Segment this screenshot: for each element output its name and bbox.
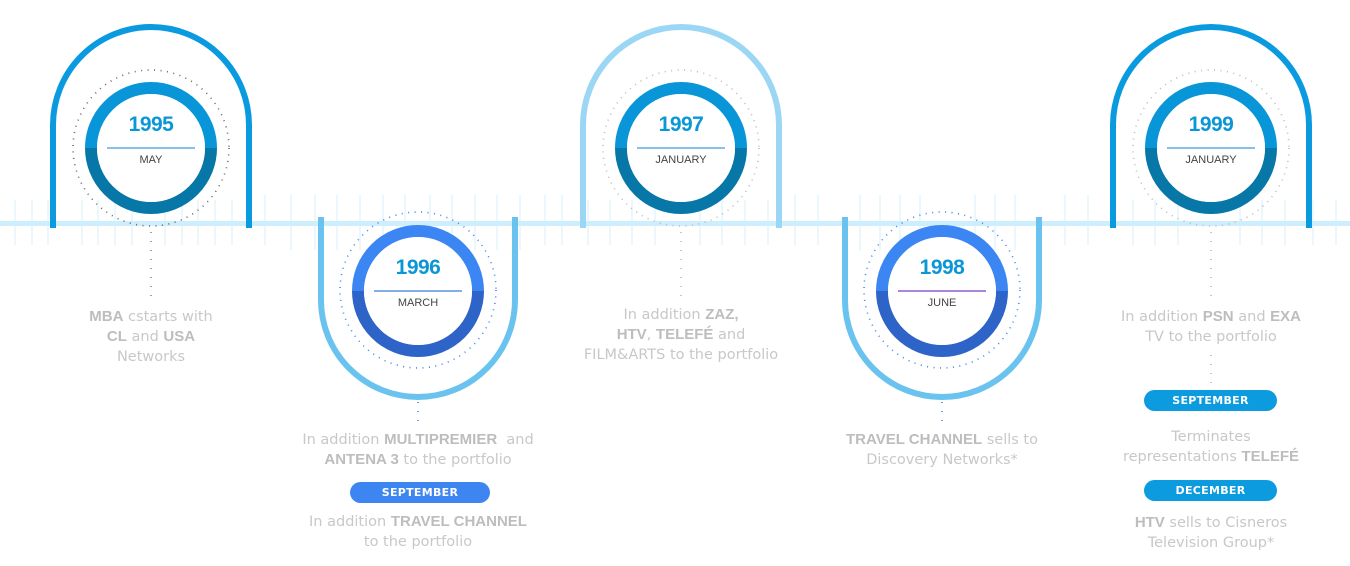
year-1996: 1996	[395, 256, 441, 279]
event-1997-label: 1997 JANUARY	[621, 113, 741, 166]
ring-1995	[85, 82, 217, 214]
event-1996-description: In addition MULTIPREMIER and ANTENA 3 to…	[302, 431, 534, 468]
sub-event-badge-december-1999: DECEMBER	[1144, 480, 1277, 501]
sub-event-1999-december-description: HTV sells to Cisneros Television Group*	[1134, 514, 1288, 551]
event-1997-description: In addition ZAZ, HTV, TELEFÉ and FILM&AR…	[583, 306, 779, 363]
ring-1996	[352, 225, 484, 357]
sub-event-1996-september-description: In addition TRAVEL CHANNEL to the portfo…	[309, 513, 527, 550]
year-1999: 1999	[1188, 113, 1234, 136]
u-shape-1996	[318, 217, 518, 400]
ring-1998	[876, 225, 1008, 357]
timeline-axis	[0, 221, 1350, 226]
event-1996-label: 1996 MARCH	[358, 256, 478, 309]
month-1995: MAY	[139, 154, 163, 166]
arch-1997	[580, 24, 782, 228]
event-1999-description: In addition PSN and EXA TV to the portfo…	[1121, 308, 1301, 345]
arch-1999	[1110, 24, 1312, 228]
event-1998-description: TRAVEL CHANNEL sells to Discovery Networ…	[846, 431, 1038, 468]
sub-event-1999-september-description: Terminates representations TELEFÉ	[1122, 429, 1300, 465]
ring-1997	[615, 82, 747, 214]
event-1998-label: 1998 JUNE	[882, 256, 1002, 309]
year-1995: 1995	[128, 113, 174, 136]
month-1997: JANUARY	[655, 154, 707, 166]
month-1996: MARCH	[397, 297, 439, 309]
month-1999: JANUARY	[1185, 154, 1237, 166]
event-1999-label: 1999 JANUARY	[1151, 113, 1271, 166]
year-1997: 1997	[658, 113, 704, 136]
arch-1995	[50, 24, 252, 228]
year-1998: 1998	[919, 256, 965, 279]
event-1995-description: MBA cstarts with CL and USA Networks	[89, 308, 213, 365]
event-1995-label: 1995 MAY	[91, 113, 211, 166]
sub-event-badge-september-1996: SEPTEMBER	[350, 482, 490, 503]
ring-1999	[1145, 82, 1277, 214]
u-shape-1998	[842, 217, 1042, 400]
sub-event-badge-september-1999: SEPTEMBER	[1144, 390, 1277, 411]
month-1998: JUNE	[927, 297, 957, 309]
